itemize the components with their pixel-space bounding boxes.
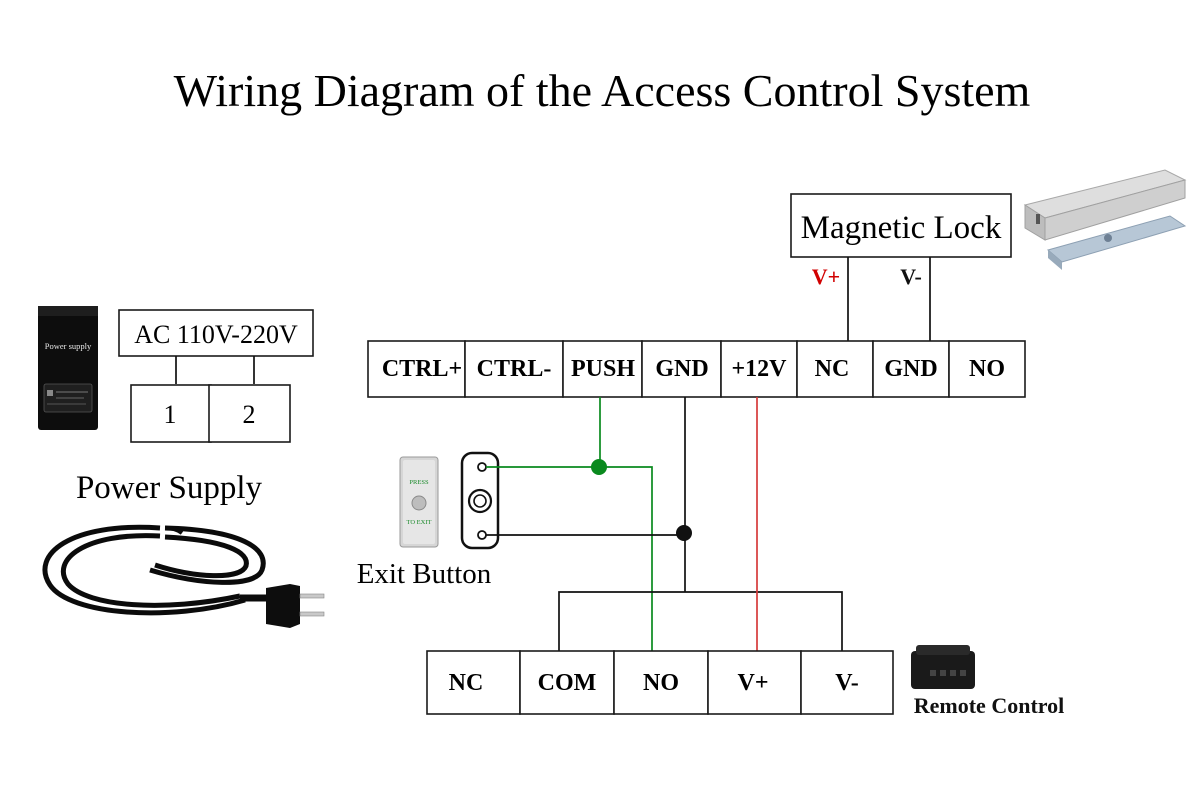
controller-terminal-strip: CTRL+ CTRL- PUSH GND +12V NC GND NO — [367, 340, 1026, 398]
controller-terminal-label: PUSH — [571, 356, 635, 382]
remote-control-terminal-strip: NC COM NO V+ V- — [426, 650, 894, 715]
remote-terminal-label: V+ — [737, 670, 768, 696]
exit-button-face-top: PRESS — [409, 479, 429, 486]
power-supply-unit-image: Power supply — [38, 306, 98, 430]
power-terminal-1 — [130, 384, 212, 443]
controller-terminal-gnd-2 — [872, 340, 950, 398]
remote-terminal-label: NO — [643, 670, 679, 696]
remote-terminal-com — [519, 650, 615, 715]
exit-button-caption: Exit Button — [357, 558, 492, 590]
remote-terminal-label: V- — [835, 670, 859, 696]
exit-button-face-bottom: TO EXIT — [407, 519, 432, 526]
controller-terminal-label: CTRL+ — [382, 356, 462, 382]
remote-terminal-vminus — [800, 650, 894, 715]
controller-terminal-gnd — [641, 340, 722, 398]
controller-terminal-label: GND — [884, 356, 937, 382]
remote-terminal-vplus — [707, 650, 802, 715]
ac-input-label: AC 110V-220V — [134, 320, 298, 349]
controller-terminal-nc — [796, 340, 874, 398]
black-wire-gnd — [486, 397, 843, 651]
exit-button-symbol-icon — [460, 451, 500, 550]
controller-terminal-push — [562, 340, 643, 398]
magnetic-lock-label: Magnetic Lock — [801, 210, 1002, 246]
controller-terminal-label: NO — [969, 356, 1005, 382]
power-supply-caption: Power Supply — [76, 470, 263, 506]
green-junction-dot — [591, 459, 607, 475]
black-junction-dot — [676, 525, 692, 541]
magnetic-lock-leads — [847, 257, 931, 341]
diagram-title: Wiring Diagram of the Access Control Sys… — [174, 65, 1031, 116]
ac-input-label-box — [118, 309, 314, 357]
controller-terminal-no — [948, 340, 1026, 398]
magnetic-lock-image — [1023, 169, 1187, 270]
magnetic-lock-vminus-label: V- — [900, 264, 922, 289]
controller-terminal-12v — [720, 340, 798, 398]
controller-terminal-label: GND — [655, 356, 708, 382]
remote-terminal-label: COM — [538, 670, 597, 696]
exit-button-photo-icon: PRESS TO EXIT — [399, 456, 439, 548]
remote-terminal-label: NC — [449, 670, 484, 696]
power-terminal-2 — [208, 384, 291, 443]
power-terminal-1-label: 1 — [164, 400, 177, 429]
remote-terminal-no — [613, 650, 709, 715]
controller-terminal-ctrl-plus — [367, 340, 466, 398]
controller-terminal-label: CTRL- — [477, 356, 552, 382]
power-supply-device-text: Power supply — [45, 341, 92, 351]
power-terminal-2-label: 2 — [243, 400, 256, 429]
green-wire-push — [486, 397, 653, 651]
power-cord-icon — [42, 524, 325, 628]
controller-terminal-label: +12V — [731, 356, 787, 382]
magnetic-lock-box — [790, 193, 1012, 258]
remote-control-receiver-icon — [911, 645, 975, 689]
ac-leads — [175, 356, 255, 384]
magnetic-lock-vplus-label: V+ — [812, 264, 840, 289]
controller-terminal-ctrl-minus — [464, 340, 564, 398]
power-terminal-block: 1 2 — [130, 384, 291, 443]
remote-control-caption: Remote Control — [914, 693, 1065, 718]
controller-terminal-label: NC — [815, 356, 850, 382]
